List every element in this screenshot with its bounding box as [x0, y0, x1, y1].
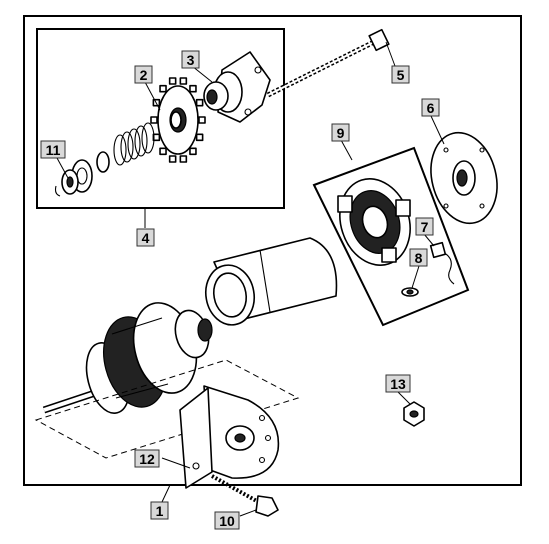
gear-tooth	[198, 116, 206, 124]
callout-9: 9	[331, 123, 350, 142]
svg-text:7: 7	[421, 219, 429, 235]
gear-tooth	[195, 98, 204, 107]
callout-3: 3	[181, 50, 200, 69]
svg-text:10: 10	[219, 513, 235, 529]
spring	[113, 122, 155, 166]
svg-text:5: 5	[397, 67, 405, 83]
svg-text:2: 2	[140, 67, 148, 83]
gear-tooth	[152, 133, 161, 142]
leader-lines	[56, 41, 445, 517]
gear-tooth	[189, 147, 197, 156]
gear-tooth	[179, 155, 188, 163]
nut	[403, 401, 425, 427]
drive-end-housing	[203, 51, 271, 123]
callout-6: 6	[421, 98, 440, 117]
callout-8: 8	[409, 248, 428, 267]
armature	[42, 302, 213, 414]
gear-tooth	[159, 84, 167, 93]
callout-10: 10	[214, 511, 240, 530]
svg-text:12: 12	[139, 451, 155, 467]
through-bolt	[266, 28, 390, 98]
gear-tooth	[168, 77, 177, 85]
screw	[211, 474, 279, 517]
gear-tooth	[159, 147, 167, 156]
field-housing	[204, 237, 338, 326]
brush-holder-frame	[312, 146, 470, 327]
gear-tooth	[179, 77, 188, 85]
svg-text:11: 11	[46, 142, 61, 158]
svg-text:6: 6	[427, 100, 435, 116]
pinion-gear	[150, 77, 206, 163]
svg-text:4: 4	[142, 230, 150, 246]
callout-11: 11	[40, 140, 66, 159]
svg-text:9: 9	[337, 125, 345, 141]
callout-4: 4	[136, 228, 155, 247]
svg-text:13: 13	[390, 376, 406, 392]
svg-text:8: 8	[415, 250, 423, 266]
commutator-end-plate	[430, 131, 498, 225]
callout-13: 13	[385, 374, 411, 393]
outer-frame	[23, 15, 522, 486]
gear-tooth	[195, 133, 204, 142]
callout-12: 12	[134, 449, 160, 468]
brush-spring	[401, 287, 419, 297]
brush	[429, 241, 455, 285]
gear-tooth	[189, 84, 197, 93]
gear-tooth	[168, 155, 177, 163]
drive-inset-frame	[36, 28, 285, 209]
svg-text:3: 3	[187, 52, 195, 68]
callout-7: 7	[415, 217, 434, 236]
callout-2: 2	[134, 65, 153, 84]
mounting-bracket	[179, 385, 280, 489]
gear-tooth	[150, 116, 158, 124]
retainer-group	[54, 151, 110, 197]
armature-dashed-zone	[34, 359, 300, 459]
brush-holder	[337, 178, 411, 266]
svg-text:1: 1	[156, 503, 164, 519]
callout-5: 5	[391, 65, 410, 84]
callout-1: 1	[150, 501, 169, 520]
